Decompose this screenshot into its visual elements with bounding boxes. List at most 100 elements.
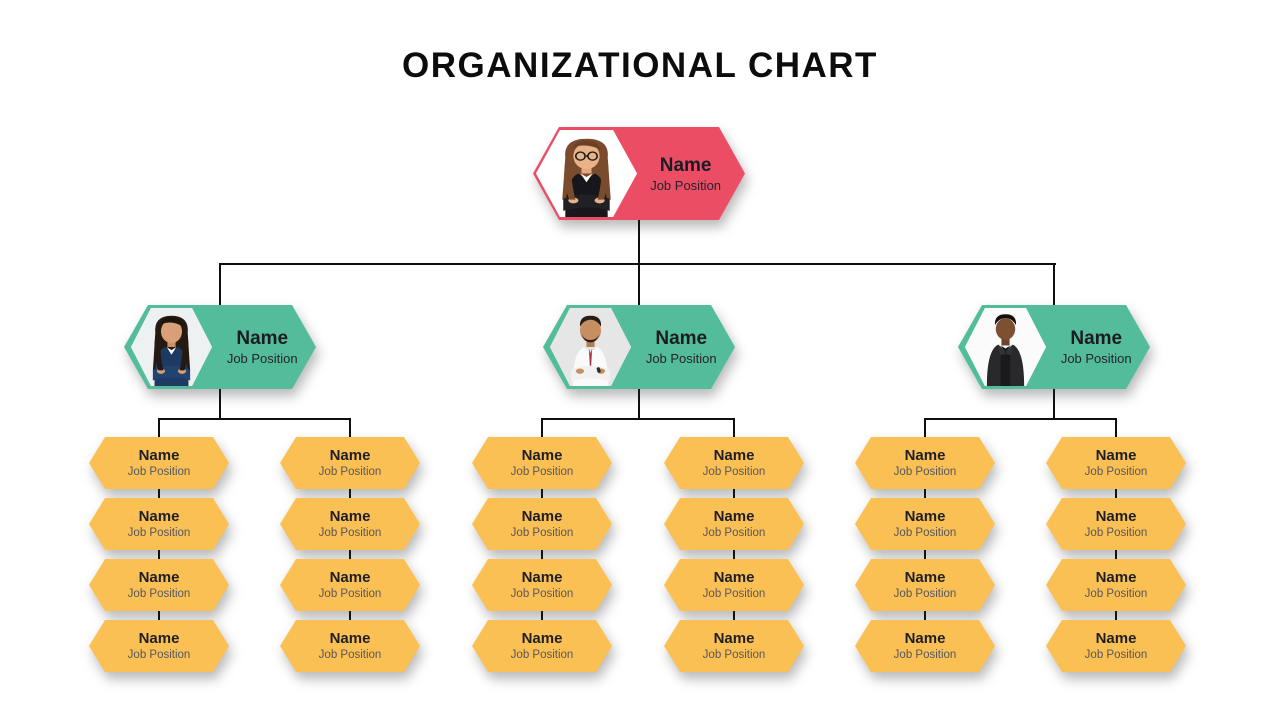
member-position: Job Position — [1084, 526, 1148, 539]
member-position: Job Position — [893, 526, 957, 539]
page-title: ORGANIZATIONAL CHART — [402, 46, 878, 85]
node-name: Name — [1070, 328, 1123, 349]
node-position: Job Position — [1060, 351, 1132, 366]
connector-line — [1115, 489, 1117, 498]
connector-line — [158, 418, 351, 420]
manager-hexagon: Name Job Position — [543, 305, 735, 389]
connector-line — [219, 263, 1056, 265]
connector-line — [349, 489, 351, 498]
member-position: Job Position — [127, 526, 191, 539]
member-position: Job Position — [318, 465, 382, 478]
member-position: Job Position — [318, 526, 382, 539]
member-position: Job Position — [702, 526, 766, 539]
member-name: Name — [521, 629, 563, 647]
node-name: Name — [655, 328, 708, 349]
node-name: Name — [659, 154, 712, 176]
connector-line — [1053, 389, 1055, 420]
connector-line — [541, 550, 543, 559]
member-position: Job Position — [702, 587, 766, 600]
ceo-photo — [536, 130, 637, 217]
connector-line — [219, 389, 221, 420]
member-name: Name — [713, 629, 755, 647]
connector-line — [219, 263, 221, 305]
member-name: Name — [138, 629, 180, 647]
org-node-manager-1[interactable]: Name Job Position — [124, 305, 316, 389]
manager-hexagon: Name Job Position — [124, 305, 316, 389]
member-name: Name — [904, 446, 946, 464]
member-name: Name — [521, 568, 563, 586]
member-name: Name — [329, 629, 371, 647]
connector-line — [733, 418, 735, 437]
member-position: Job Position — [893, 465, 957, 478]
businessman-dark-suit-avatar-icon — [965, 308, 1046, 386]
connector-line — [158, 489, 160, 498]
manager-1-photo — [131, 308, 212, 386]
manager-3-photo — [965, 308, 1046, 386]
org-node-manager-2[interactable]: Name Job Position — [543, 305, 735, 389]
member-position: Job Position — [893, 587, 957, 600]
member-name: Name — [1095, 507, 1137, 525]
member-name: Name — [138, 446, 180, 464]
businesswoman-navy-avatar-icon — [131, 308, 212, 386]
node-position: Job Position — [645, 351, 717, 366]
connector-line — [1115, 418, 1117, 437]
connector-line — [638, 263, 640, 305]
member-position: Job Position — [127, 648, 191, 661]
connector-line — [158, 418, 160, 437]
member-position: Job Position — [127, 465, 191, 478]
node-name: Name — [236, 328, 289, 349]
member-position: Job Position — [318, 587, 382, 600]
member-position: Job Position — [1084, 587, 1148, 600]
member-position: Job Position — [510, 526, 574, 539]
member-name: Name — [1095, 446, 1137, 464]
member-name: Name — [138, 568, 180, 586]
connector-line — [733, 489, 735, 498]
org-node-manager-3[interactable]: Name Job Position — [958, 305, 1150, 389]
org-node-ceo[interactable]: Name Job Position — [533, 127, 745, 220]
node-position: Job Position — [226, 351, 298, 366]
member-name: Name — [521, 446, 563, 464]
